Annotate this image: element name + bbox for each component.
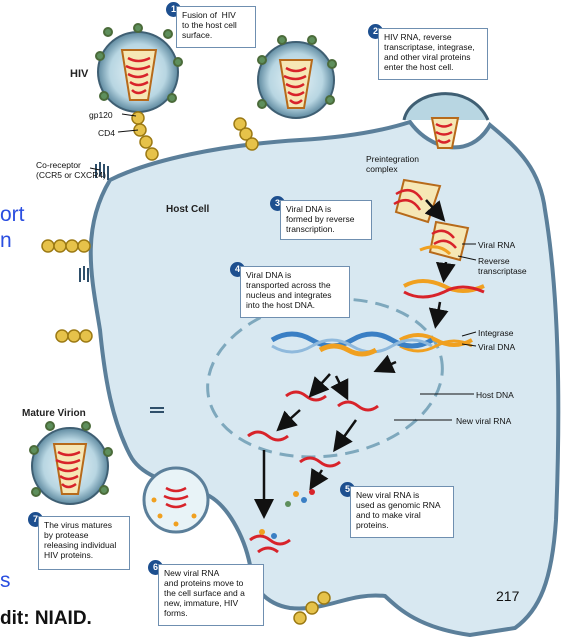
mature-virion-icon — [29, 421, 113, 505]
immature-virion-icon — [142, 466, 210, 534]
preintegration-label: Preintegration complex — [366, 154, 419, 174]
slide-text-fragment: n — [0, 229, 12, 252]
host-dna-label: Host DNA — [476, 390, 514, 400]
host-dna-icon — [270, 331, 434, 357]
gp120-label: gp120 — [89, 110, 113, 120]
reverse-transcriptase-label: Reverse transcriptase — [478, 256, 527, 276]
page-number: 217 — [496, 588, 520, 604]
step-5-box: New viral RNA is used as genomic RNA and… — [350, 486, 454, 538]
coreceptor-icon — [79, 162, 164, 413]
entry-pocket-icon — [402, 92, 490, 149]
viral-dna-label: Viral DNA — [478, 342, 516, 352]
credit-text: dit: NIAID. — [0, 608, 92, 629]
label-leader-lines — [89, 113, 477, 421]
integrase-label: Integrase — [478, 328, 514, 338]
step-2-box: HIV RNA, reverse transcriptase, integras… — [378, 28, 488, 80]
slide-text-fragment: ort — [0, 203, 25, 226]
viral-protein-dots — [259, 489, 315, 539]
mature-virion-heading: Mature Virion — [22, 408, 86, 419]
new-viral-rna-icon — [247, 390, 379, 554]
viral-rna-label: Viral RNA — [478, 240, 516, 250]
slide-text-fragment: s — [0, 569, 11, 592]
step-6-box: New viral RNA and proteins move to the c… — [158, 564, 264, 626]
step-4-box: Viral DNA is transported across the nucl… — [240, 266, 350, 318]
host-cell-heading: Host Cell — [166, 204, 210, 215]
hiv-heading: HIV — [70, 68, 89, 80]
coreceptor-label: Co-receptor (CCR5 or CXCR4) — [36, 160, 106, 180]
hiv-virion-icon — [95, 23, 183, 121]
step-1-box: Fusion of HIV to the host cell surface. — [176, 6, 256, 48]
step-7-box: The virus matures by protease releasing … — [38, 516, 130, 570]
new-viral-rna-label: New viral RNA — [456, 416, 512, 426]
step-3-box: Viral DNA is formed by reverse transcrip… — [280, 200, 372, 240]
cd4-receptor-icon — [41, 111, 331, 625]
process-arrows — [254, 199, 456, 519]
fusing-virion-icon — [257, 35, 337, 119]
cd4-label: CD4 — [98, 128, 116, 138]
